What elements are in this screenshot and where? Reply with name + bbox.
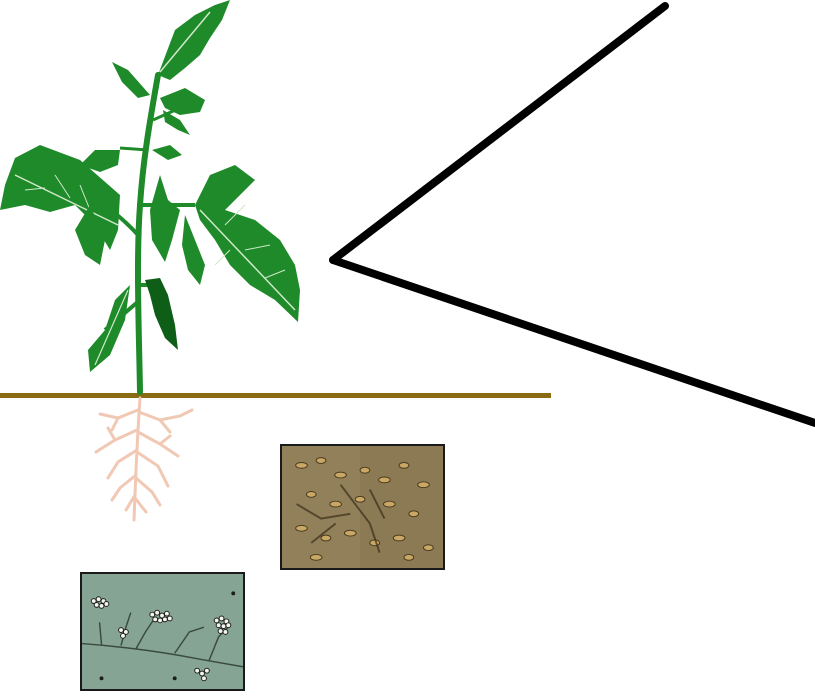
micrograph-hyphae-spores — [80, 572, 245, 691]
root-system — [96, 398, 192, 520]
tomato-plant — [0, 0, 300, 392]
leaf — [145, 278, 178, 350]
leaf — [152, 145, 182, 160]
leaf — [160, 88, 205, 115]
callout-wedge — [333, 6, 815, 423]
leaf — [182, 215, 205, 285]
soil-line — [0, 393, 551, 398]
micrograph-hyphae-image — [82, 574, 243, 689]
micrograph-conidia — [280, 444, 445, 570]
leaf — [88, 285, 130, 372]
micrograph-conidia-image — [282, 446, 443, 568]
leaf — [112, 62, 150, 98]
leaf — [150, 175, 180, 262]
leaf — [158, 0, 230, 80]
